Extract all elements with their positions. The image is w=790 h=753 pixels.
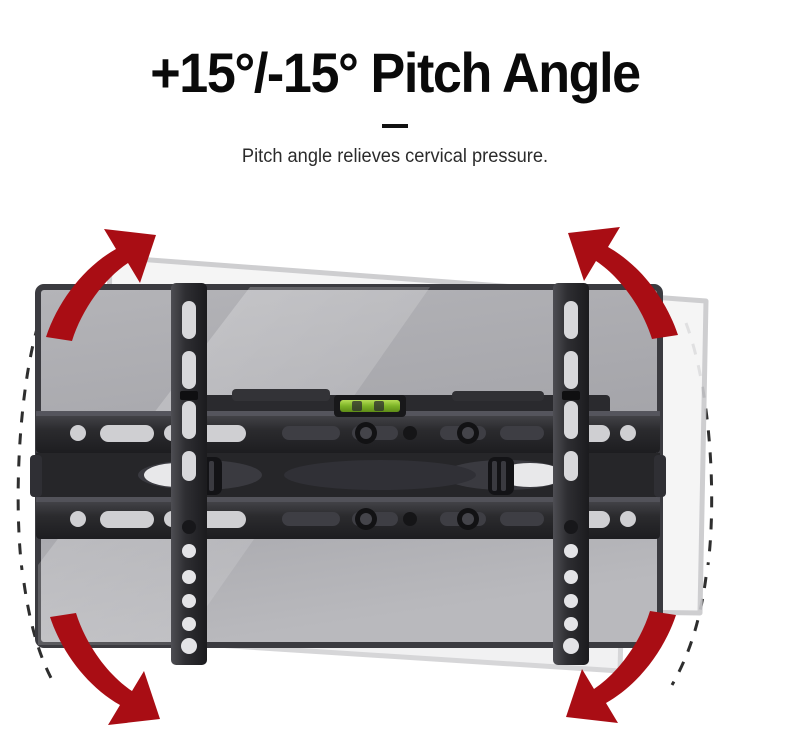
header: +15°/-15° Pitch Angle Pitch angle reliev… xyxy=(0,0,790,170)
rotation-arc-left xyxy=(16,324,58,688)
bubble-level xyxy=(334,395,406,417)
tilt-knob-right xyxy=(488,457,514,495)
title-divider xyxy=(382,124,408,128)
arrow-bottom-left xyxy=(50,613,160,725)
page-title: +15°/-15° Pitch Angle xyxy=(150,41,641,104)
arrow-bottom-right xyxy=(566,611,676,723)
illustration xyxy=(0,205,790,753)
arrow-top-right xyxy=(568,227,678,339)
mount-vertical-arm-left xyxy=(171,283,207,665)
arrow-top-left xyxy=(46,229,156,341)
mount-vertical-arm-right xyxy=(553,283,589,665)
page-subtitle: Pitch angle relieves cervical pressure. xyxy=(241,146,549,167)
